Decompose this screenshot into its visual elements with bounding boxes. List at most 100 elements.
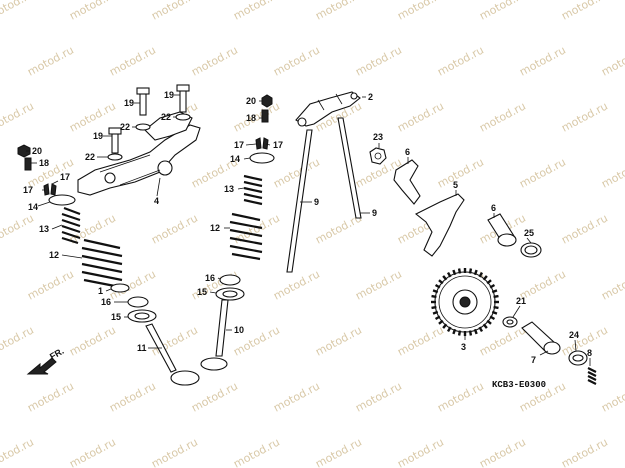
watermark-text: motod.ru — [271, 379, 322, 414]
callout-6[interactable]: 6 — [491, 203, 496, 213]
watermark-text: motod.ru — [435, 43, 486, 78]
gear-tooth — [478, 326, 484, 333]
callout-16[interactable]: 16 — [101, 297, 111, 307]
callout-24[interactable]: 24 — [569, 330, 579, 340]
callout-17[interactable]: 17 — [234, 140, 244, 150]
middle-valve-assembly — [200, 94, 275, 371]
callout-18[interactable]: 18 — [246, 113, 256, 123]
rocker-5[interactable] — [414, 193, 465, 257]
bolt-19-left[interactable] — [108, 127, 122, 154]
spring-seat-1-left[interactable] — [110, 283, 130, 293]
camshaft-gear-3[interactable] — [431, 268, 499, 336]
retainer-14-middle[interactable] — [249, 152, 275, 164]
push-rod-9-left[interactable] — [286, 129, 313, 273]
inner-spring-13-middle[interactable] — [243, 174, 263, 206]
callout-18[interactable]: 18 — [39, 158, 49, 168]
cotter-17-left-b[interactable] — [50, 183, 57, 196]
watermark-text: motod.ru — [149, 0, 200, 23]
ring-25[interactable] — [520, 242, 542, 258]
callout-11[interactable]: 11 — [137, 343, 147, 353]
callout-22[interactable]: 22 — [85, 152, 95, 162]
callout-3[interactable]: 3 — [461, 342, 466, 352]
watermark-text: motod.ru — [271, 43, 322, 78]
callout-13[interactable]: 13 — [39, 224, 49, 234]
push-rod-9-right[interactable] — [337, 117, 362, 219]
callout-22[interactable]: 22 — [161, 112, 171, 122]
watermark-text: motod.ru — [0, 99, 36, 134]
washer-22-c[interactable] — [107, 153, 123, 161]
callout-4[interactable]: 4 — [154, 196, 159, 206]
callout-17[interactable]: 17 — [273, 140, 283, 150]
watermark-text: motod.ru — [477, 99, 528, 134]
cotter-17-middle-b[interactable] — [262, 137, 269, 150]
watermark-text: motod.ru — [0, 0, 36, 23]
cotter-17-left-a[interactable] — [43, 183, 50, 196]
callout-5[interactable]: 5 — [453, 180, 458, 190]
stem-seal-16-left[interactable] — [127, 296, 149, 308]
bolt-19-right[interactable] — [176, 84, 190, 113]
gear-tooth — [473, 269, 478, 276]
callout-22[interactable]: 22 — [120, 122, 130, 132]
watermark-text: motod.ru — [477, 323, 528, 358]
retainer-14-left[interactable] — [48, 194, 76, 206]
callout-20[interactable]: 20 — [32, 146, 42, 156]
watermark-text: motod.ru — [313, 435, 364, 468]
rocker-6[interactable] — [393, 159, 421, 205]
callout-21[interactable]: 21 — [516, 296, 526, 306]
gear-tooth — [457, 330, 462, 336]
watermark-text: motod.ru — [353, 267, 404, 302]
watermark-text: motod.ru — [67, 0, 118, 23]
callout-25[interactable]: 25 — [524, 228, 534, 238]
callout-19[interactable]: 19 — [124, 98, 134, 108]
shaft-7[interactable] — [521, 321, 561, 355]
gear-tooth — [468, 330, 473, 336]
watermark-text: motod.ru — [435, 379, 486, 414]
watermark-text: motod.ru — [517, 155, 568, 190]
inner-spring-13-left[interactable] — [61, 206, 81, 245]
callout-19[interactable]: 19 — [93, 131, 103, 141]
callout-6[interactable]: 6 — [405, 147, 410, 157]
cotter-17-middle-a[interactable] — [255, 137, 262, 150]
callout-1[interactable]: 1 — [98, 286, 103, 296]
callout-13[interactable]: 13 — [224, 184, 234, 194]
ring-24[interactable] — [568, 350, 588, 366]
stem-seal-16-middle[interactable] — [219, 274, 241, 286]
callout-20[interactable]: 20 — [246, 96, 256, 106]
callout-15[interactable]: 15 — [197, 287, 207, 297]
callout-12[interactable]: 12 — [210, 223, 220, 233]
callout-17[interactable]: 17 — [60, 172, 70, 182]
watermark-text: motod.ru — [0, 435, 36, 468]
adjust-screw-18-left[interactable] — [24, 157, 32, 171]
callout-14[interactable]: 14 — [230, 154, 240, 164]
outer-spring-12-middle[interactable] — [229, 212, 263, 261]
callout-10[interactable]: 10 — [234, 325, 244, 335]
nut-20-left[interactable] — [17, 144, 31, 158]
washer-22-a[interactable] — [135, 123, 151, 131]
callout-17[interactable]: 17 — [23, 185, 33, 195]
bolt-19-top[interactable] — [136, 87, 150, 116]
diagram-code: KCB3-E0300 — [492, 380, 546, 390]
callout-9[interactable]: 9 — [372, 208, 377, 218]
callout-16[interactable]: 16 — [205, 273, 215, 283]
cam-nut-23[interactable] — [369, 147, 387, 165]
callout-9[interactable]: 9 — [314, 197, 319, 207]
shaft-6[interactable] — [487, 213, 517, 247]
valve-10[interactable] — [200, 299, 229, 371]
callout-14[interactable]: 14 — [28, 202, 38, 212]
washer-22-b[interactable] — [175, 113, 191, 121]
callout-15[interactable]: 15 — [111, 312, 121, 322]
watermark-text: motod.ru — [107, 43, 158, 78]
spring-8[interactable] — [587, 367, 597, 385]
washer-21[interactable] — [502, 316, 518, 328]
outer-spring-12-left[interactable] — [81, 238, 123, 289]
callout-7[interactable]: 7 — [531, 355, 536, 365]
callout-19[interactable]: 19 — [164, 90, 174, 100]
plate-2[interactable] — [295, 91, 361, 127]
watermark-text: motod.ru — [67, 435, 118, 468]
nut-20-middle[interactable] — [261, 94, 273, 108]
callout-23[interactable]: 23 — [373, 132, 383, 142]
callout-2[interactable]: 2 — [368, 92, 373, 102]
callout-12[interactable]: 12 — [49, 250, 59, 260]
callout-8[interactable]: 8 — [587, 348, 592, 358]
adjust-screw-18-middle[interactable] — [261, 109, 269, 123]
